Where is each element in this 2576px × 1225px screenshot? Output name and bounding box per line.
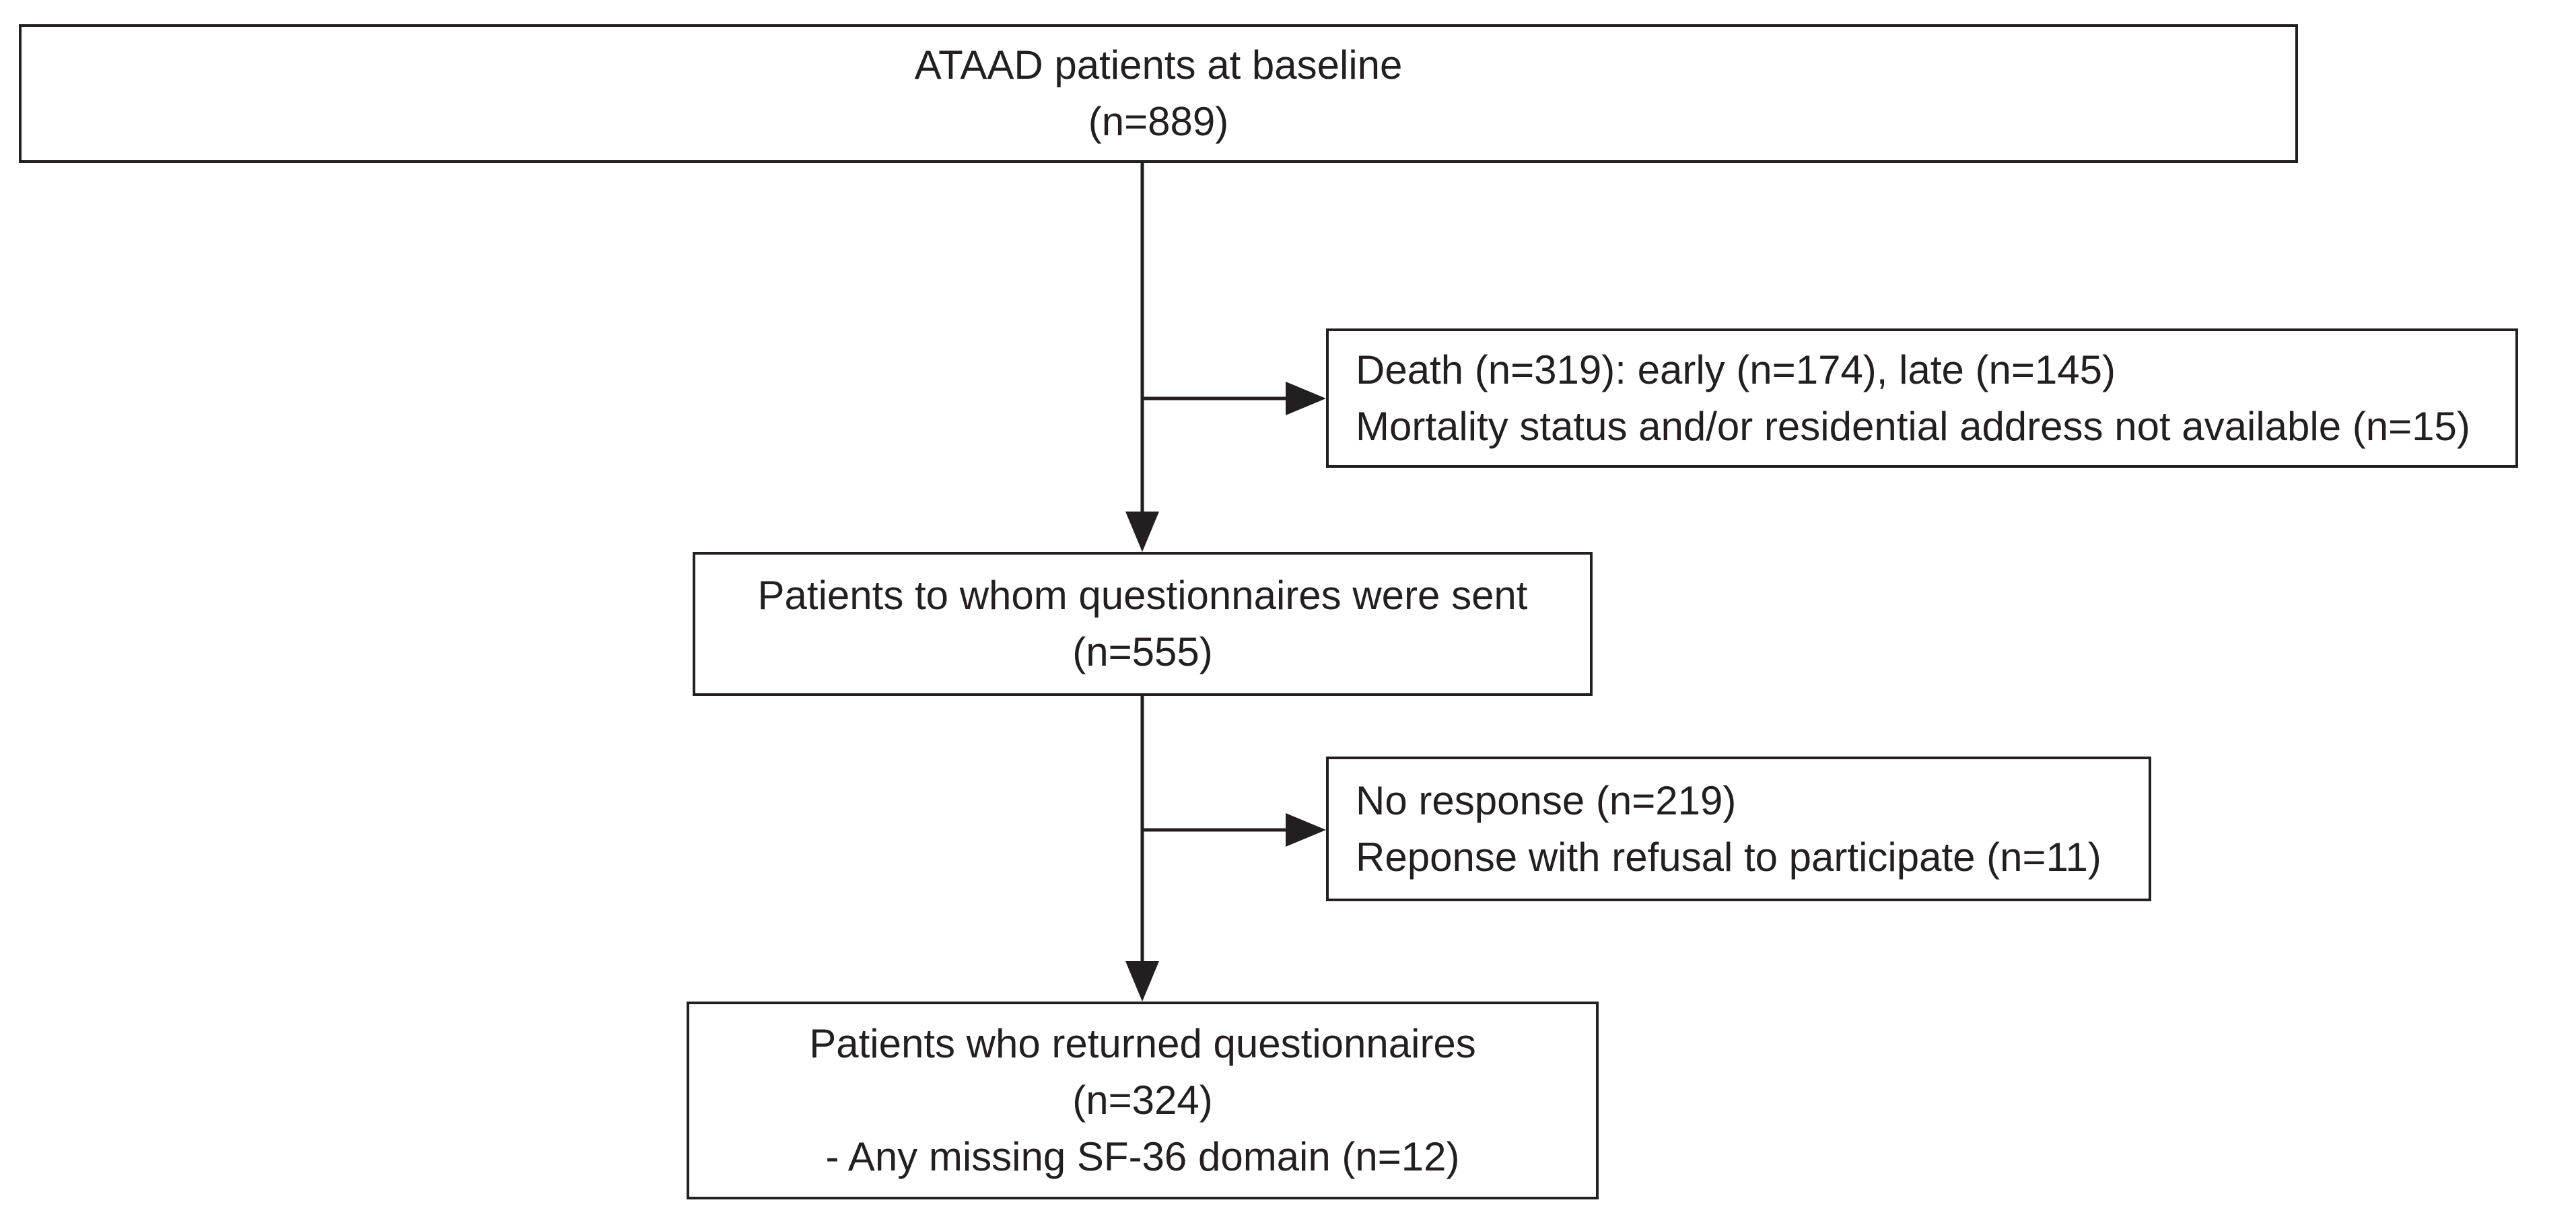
- baseline-count: (n=889): [1088, 99, 1229, 144]
- arrowhead-sent: [1125, 512, 1159, 552]
- exclusion-2-line-1: No response (n=219): [1356, 777, 1737, 823]
- arrowhead-exclusion-2: [1286, 813, 1326, 847]
- returned-title: Patients who returned questionnaires: [809, 1021, 1476, 1066]
- arrowhead-returned: [1125, 961, 1159, 1002]
- exclusion-1-line-2: Mortality status and/or residential addr…: [1356, 403, 2470, 449]
- baseline-box: ATAAD patients at baseline (n=889): [19, 24, 2298, 163]
- sent-count: (n=555): [1072, 629, 1213, 674]
- returned-note: - Any missing SF-36 domain (n=12): [825, 1134, 1460, 1179]
- exclusion-1-line-1: Death (n=319): early (n=174), late (n=14…: [1356, 347, 2116, 392]
- sent-title: Patients to whom questionnaires were sen…: [757, 573, 1528, 618]
- exclusion-2-line-2: Reponse with refusal to participate (n=1…: [1356, 834, 2101, 880]
- baseline-title: ATAAD patients at baseline: [914, 42, 1403, 88]
- sent-box: Patients to whom questionnaires were sen…: [693, 552, 1593, 696]
- arrowhead-exclusion-1: [1286, 382, 1326, 415]
- exclusion-box-1: Death (n=319): early (n=174), late (n=14…: [1326, 328, 2518, 468]
- returned-count: (n=324): [1072, 1078, 1213, 1123]
- returned-box: Patients who returned questionnaires (n=…: [687, 1002, 1599, 1199]
- exclusion-box-2: No response (n=219) Reponse with refusal…: [1326, 757, 2151, 901]
